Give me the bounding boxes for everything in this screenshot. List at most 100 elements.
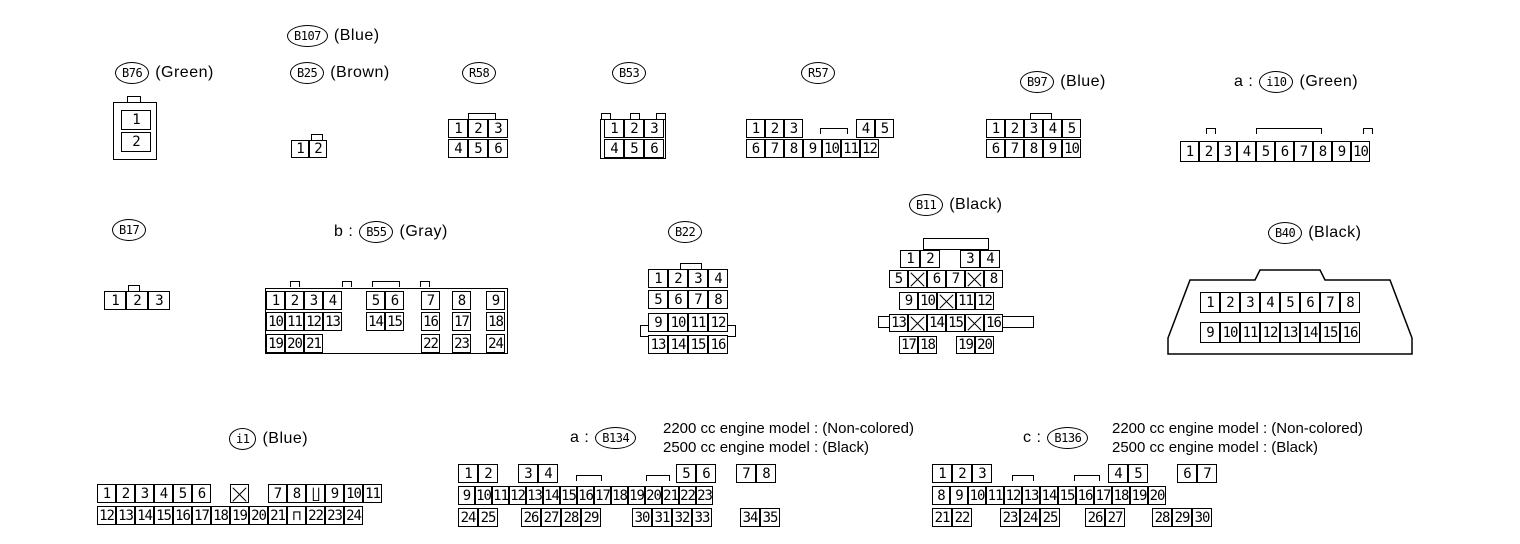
- b136-pin: 14: [1040, 486, 1058, 505]
- i1-pin: 8: [287, 484, 306, 503]
- b11-pin: 17: [899, 336, 918, 354]
- b136-latch: [1074, 475, 1100, 481]
- r57-pin: 5: [875, 119, 894, 138]
- b76-latch: [127, 96, 141, 102]
- connector-color-b97: (Blue): [1060, 73, 1106, 90]
- b40-pin: 6: [1300, 292, 1320, 313]
- b25-pin: 2: [309, 140, 327, 158]
- i1-pin: 22: [306, 506, 325, 525]
- b76-pin: 1: [121, 110, 151, 130]
- connector-color-b55: (Gray): [399, 223, 448, 240]
- b136-pin: 4: [1108, 464, 1128, 483]
- b40-housing: [1167, 269, 1413, 355]
- b11-pin: 16: [984, 314, 1003, 332]
- r57-pin: 9: [803, 139, 822, 158]
- b136-pin: 29: [1172, 508, 1192, 527]
- b11-pin: [965, 314, 984, 332]
- i10-pin: 4: [1237, 141, 1256, 162]
- b134-pin: 17: [594, 486, 611, 505]
- i10-pin: 1: [1180, 141, 1199, 162]
- b134-pin: 23: [696, 486, 713, 505]
- b22-pin: 5: [648, 290, 668, 309]
- i10-pin: 2: [1199, 141, 1218, 162]
- b136-pin: 10: [968, 486, 986, 505]
- b11-pin: 8: [984, 270, 1003, 288]
- b11-top-frame: [923, 238, 989, 250]
- b134-pin: 10: [475, 486, 492, 505]
- r58-pin: 6: [488, 139, 508, 158]
- r57-pin: 6: [746, 139, 765, 158]
- b53-latch: [601, 113, 611, 119]
- b136-pin: 5: [1128, 464, 1148, 483]
- connector-id-b17: B17: [112, 219, 147, 241]
- b134-pin: 13: [526, 486, 543, 505]
- b11-pin: 6: [927, 270, 946, 288]
- connector-id-b134: B134: [595, 427, 637, 449]
- b136-pin: 13: [1022, 486, 1040, 505]
- b55-latch: [372, 281, 400, 287]
- i1-pin: 21: [268, 506, 287, 525]
- b134-pin: 1: [458, 464, 478, 483]
- b136-pin: 6: [1177, 464, 1197, 483]
- b134-latch: [576, 475, 602, 481]
- b40-pin: 5: [1280, 292, 1300, 313]
- i1-pin: 15: [154, 506, 173, 525]
- i1-pin: 2: [116, 484, 135, 503]
- b53-pin: 4: [604, 139, 624, 158]
- i1-pin: 18: [211, 506, 230, 525]
- b136-pin: 7: [1197, 464, 1217, 483]
- i1-pin: 9: [325, 484, 344, 503]
- b97-pin: 10: [1062, 139, 1081, 158]
- b40-pin: 1: [1200, 292, 1220, 313]
- connector-id-i1: i1: [229, 428, 257, 450]
- i1-pin: 24: [344, 506, 363, 525]
- b55-pin: 21: [304, 334, 323, 353]
- b55-pin: 23: [452, 334, 471, 353]
- b55-pin: 24: [486, 334, 505, 353]
- b136-pin: 1: [932, 464, 952, 483]
- b22-pin: 12: [708, 313, 728, 332]
- r57-pin: 4: [856, 119, 875, 138]
- connector-label-b17: B17: [112, 219, 147, 241]
- b97-pin: 2: [1005, 119, 1024, 138]
- b134-pin: 14: [543, 486, 560, 505]
- b55-latch: [290, 281, 300, 287]
- b40-pin: 8: [1340, 292, 1360, 313]
- b134-pin: 35: [760, 508, 780, 527]
- i10-pin: 3: [1218, 141, 1237, 162]
- b55-pin: 4: [323, 291, 342, 310]
- b134-pin: 21: [662, 486, 679, 505]
- b134-pin: 15: [560, 486, 577, 505]
- b134-pin: 29: [581, 508, 601, 527]
- b17-pin: 3: [148, 291, 170, 310]
- i1-pin: 12: [97, 506, 116, 525]
- connector-note-b136: 2200 cc engine model : (Non-colored) 250…: [1112, 419, 1363, 457]
- i1-pin: 7: [268, 484, 287, 503]
- connector-label-b22: B22: [668, 221, 703, 243]
- b136-pin: 27: [1105, 508, 1125, 527]
- i10-pin: 8: [1313, 141, 1332, 162]
- b40-pin: 15: [1320, 322, 1340, 343]
- b55-pin: 19: [266, 334, 285, 353]
- b40-pin: 9: [1200, 322, 1220, 343]
- b11-pin: 11: [956, 292, 975, 310]
- b22-pin: 8: [708, 290, 728, 309]
- b134-pin: 6: [696, 464, 716, 483]
- b55-pin: 7: [421, 291, 440, 310]
- b22-pin: 1: [648, 269, 668, 288]
- b55-pin: 9: [486, 291, 505, 310]
- b11-pin: 12: [975, 292, 994, 310]
- b22-latch: [680, 263, 702, 269]
- b136-pin: 11: [986, 486, 1004, 505]
- r58-pin: 3: [488, 119, 508, 138]
- b55-pin: 22: [421, 334, 440, 353]
- b136-pin: 18: [1112, 486, 1130, 505]
- b11-pin: 7: [946, 270, 965, 288]
- i1-pin: 1: [97, 484, 116, 503]
- b53-pin: 6: [644, 139, 664, 158]
- b55-pin: 3: [304, 291, 323, 310]
- b11-pin: [908, 270, 927, 288]
- b136-pin: 9: [950, 486, 968, 505]
- b53-latch: [630, 113, 640, 119]
- b55-pin: 15: [385, 312, 404, 331]
